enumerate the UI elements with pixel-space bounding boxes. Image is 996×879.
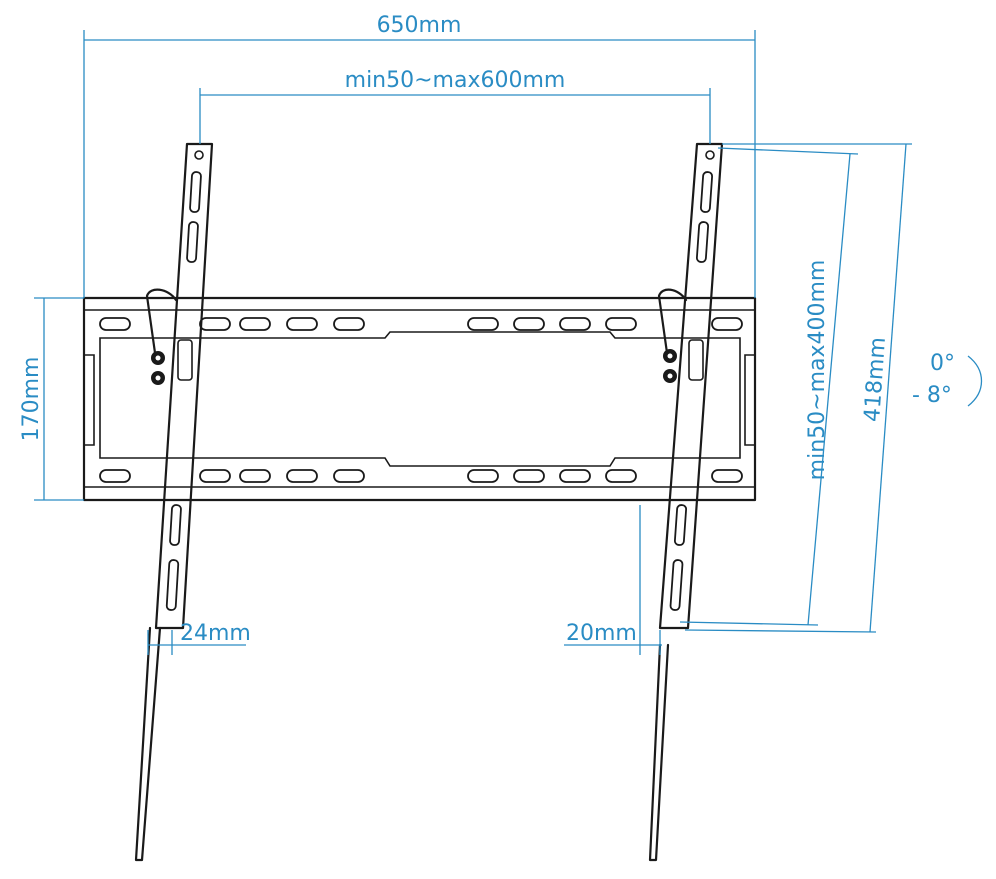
left-arm xyxy=(134,142,214,862)
right-arm-knob xyxy=(663,349,677,383)
label-arm-width: 24mm xyxy=(180,621,251,646)
dimension-arm-length: 418mm xyxy=(684,143,912,633)
dimension-vesa-vertical: min50~max400mm xyxy=(679,147,859,626)
dimension-wall-gap: 20mm xyxy=(564,505,662,655)
tilt-arc-icon xyxy=(967,355,982,407)
label-tilt-bottom: - 8° xyxy=(912,383,952,408)
bottom-slot-row xyxy=(99,469,743,483)
label-wall-gap: 20mm xyxy=(566,621,637,646)
left-arm-knob xyxy=(151,351,165,385)
dimension-vesa-horizontal: min50~max600mm xyxy=(199,68,711,144)
label-plate-height: 170mm xyxy=(19,357,44,442)
wall-plate xyxy=(82,296,757,502)
right-arm xyxy=(648,142,724,862)
label-vesa-vertical: min50~max400mm xyxy=(805,260,830,481)
label-arm-length: 418mm xyxy=(860,336,891,422)
label-vesa-horizontal: min50~max600mm xyxy=(345,68,566,93)
dimension-plate-height: 170mm xyxy=(19,297,84,501)
tilt-indicator: 0° - 8° xyxy=(912,351,982,408)
dimension-overall-width: 650mm xyxy=(83,13,756,298)
label-tilt-top: 0° xyxy=(930,351,955,376)
dimension-arm-width: 24mm xyxy=(147,621,251,655)
label-overall-width: 650mm xyxy=(377,13,462,38)
top-slot-row xyxy=(99,317,743,331)
